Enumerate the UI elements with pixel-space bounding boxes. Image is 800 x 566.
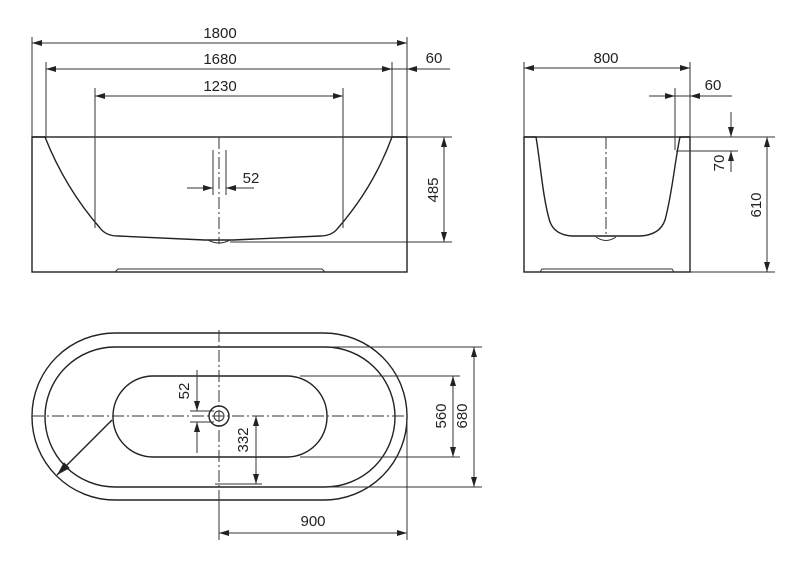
dim-560-label: 560 [433,403,450,428]
dim-52-label: 52 [243,170,260,187]
dim-60-label: 60 [426,50,443,67]
front-feet [114,268,326,273]
dim-52-plan-label: 52 [176,383,193,400]
dim-1680-label: 1680 [203,51,236,68]
dim-1800-label: 1800 [203,25,236,42]
side-outline [523,136,691,273]
plan-view: 52 332 560 680 900 [31,330,482,540]
side-drain [595,236,617,241]
side-view: 800 60 70 610 [523,50,775,273]
dim-332-label: 332 [235,427,252,452]
dim-800-label: 800 [593,50,618,67]
side-feet [539,268,675,273]
side-basin-profile [524,136,690,237]
plan-drain-inner [213,410,225,422]
plan-inner-rim [44,346,396,488]
dim-1230-label: 1230 [203,78,236,95]
dim-70-label: 70 [711,155,728,172]
radius-line [56,419,113,476]
dim-485-label: 485 [425,177,442,202]
dim-610-label: 610 [748,192,765,217]
dim-60-side-label: 60 [705,77,722,94]
plan-drain-outer [208,405,230,427]
dim-680-label: 680 [454,403,471,428]
dim-900-label: 900 [300,513,325,530]
front-view: 1800 1680 60 1230 52 485 [31,25,452,273]
